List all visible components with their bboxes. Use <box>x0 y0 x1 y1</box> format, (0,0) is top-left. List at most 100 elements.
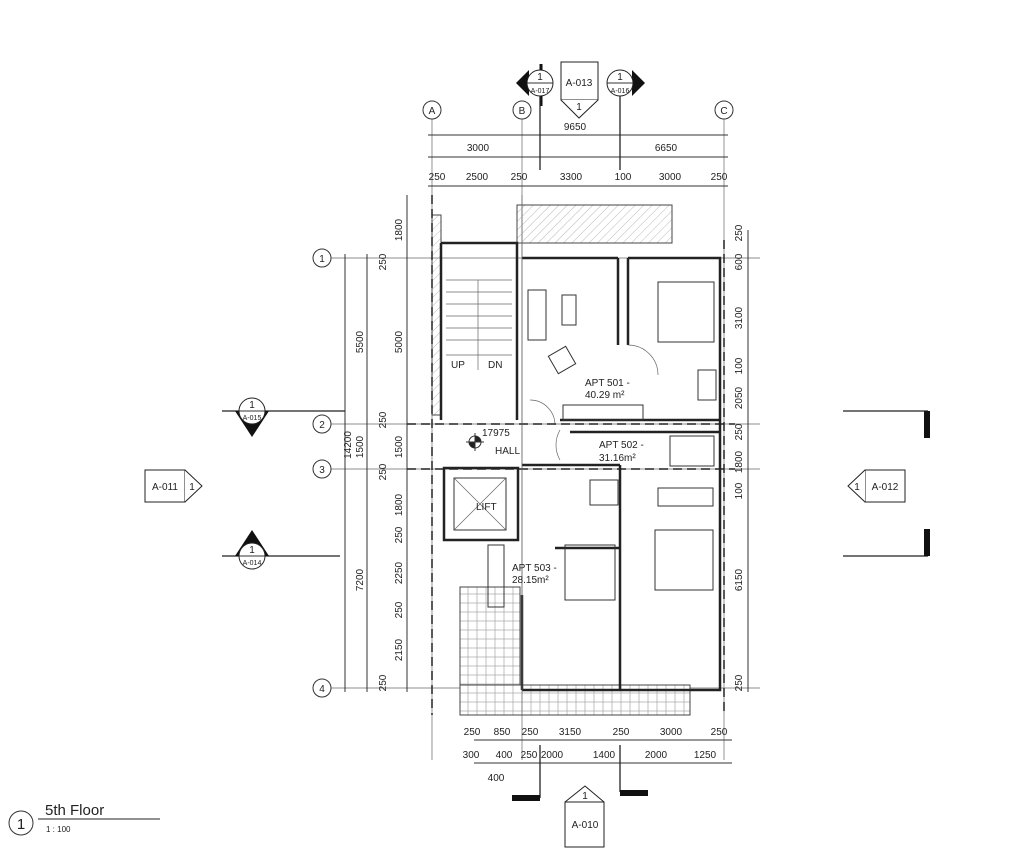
svg-text:3000: 3000 <box>467 143 490 154</box>
svg-text:6650: 6650 <box>655 143 678 154</box>
view-title: 1 5th Floor 1 : 100 <box>8 802 160 836</box>
stair <box>446 279 512 370</box>
bed-501 <box>657 281 715 343</box>
svg-text:1400: 1400 <box>593 750 616 761</box>
lift-label: LIFT <box>476 502 497 513</box>
svg-text:1800: 1800 <box>734 450 745 473</box>
svg-text:1: 1 <box>319 254 325 265</box>
svg-text:250: 250 <box>711 727 728 738</box>
svg-text:1250: 1250 <box>694 750 717 761</box>
svg-text:1: 1 <box>249 545 255 556</box>
svg-text:2050: 2050 <box>734 386 745 409</box>
building-plan <box>431 204 722 716</box>
svg-text:A-017: A-017 <box>531 88 550 95</box>
svg-text:7200: 7200 <box>355 568 366 591</box>
svg-text:250: 250 <box>511 172 528 183</box>
svg-text:A-011: A-011 <box>152 482 178 493</box>
svg-text:2000: 2000 <box>541 750 564 761</box>
svg-text:14200: 14200 <box>343 431 354 459</box>
grid-bubble-2: 2 <box>312 414 332 434</box>
svg-text:A: A <box>429 106 436 117</box>
svg-text:1: 1 <box>537 72 543 83</box>
grid-bubble-B: B <box>512 100 532 120</box>
svg-text:1: 1 <box>249 400 255 411</box>
svg-text:250: 250 <box>734 224 745 241</box>
svg-text:1500: 1500 <box>355 435 366 458</box>
kitchen-503 <box>487 544 505 608</box>
svg-text:3300: 3300 <box>560 172 583 183</box>
section-callout-a015[interactable]: 1 A-015 <box>222 397 930 438</box>
svg-text:100: 100 <box>734 357 745 374</box>
svg-text:2150: 2150 <box>394 638 405 661</box>
grid-bubble-A: A <box>422 100 442 120</box>
svg-text:A-015: A-015 <box>243 415 262 422</box>
svg-text:3000: 3000 <box>659 172 682 183</box>
apt-501-area: 40.29 m² <box>585 390 625 401</box>
apt-502-name: APT 502 - <box>599 440 644 451</box>
svg-text:2250: 2250 <box>394 561 405 584</box>
svg-text:600: 600 <box>734 253 745 270</box>
svg-text:5500: 5500 <box>355 330 366 353</box>
sofa-501 <box>527 289 547 341</box>
svg-text:1: 1 <box>576 102 582 113</box>
svg-text:250: 250 <box>394 526 405 543</box>
section-marks-bottom <box>512 745 648 801</box>
svg-text:100: 100 <box>734 482 745 499</box>
svg-text:A-010: A-010 <box>572 820 599 831</box>
balcony-north <box>516 204 673 244</box>
svg-text:4: 4 <box>319 684 325 695</box>
svg-text:3150: 3150 <box>559 727 582 738</box>
apt-503-name: APT 503 - <box>512 563 557 574</box>
elevation-callout-a013[interactable]: A-013 1 <box>560 61 599 119</box>
view-title-text: 5th Floor <box>45 802 104 819</box>
view-scale: 1 : 100 <box>46 825 71 834</box>
svg-text:250: 250 <box>521 750 538 761</box>
right-dimensions: 250 600 3100 100 2050 250 1800 100 6150 … <box>734 224 749 692</box>
bed-503 <box>564 544 616 601</box>
grid-bubble-3: 3 <box>312 459 332 479</box>
level-marker-icon <box>466 433 484 451</box>
svg-text:250: 250 <box>378 253 389 270</box>
svg-text:400: 400 <box>488 773 505 784</box>
svg-text:A-012: A-012 <box>872 482 899 493</box>
elevation-callout-a010[interactable]: 1 A-010 <box>564 785 605 848</box>
top-dimensions: 9650 3000 6650 250 2500 250 3300 100 300… <box>428 122 728 187</box>
section-callout-a016[interactable]: 1 A-016 <box>606 69 645 170</box>
stair-dn-label: DN <box>488 360 502 371</box>
elevation-callout-a011[interactable]: A-011 1 <box>144 469 203 503</box>
lift-core <box>442 466 520 542</box>
svg-text:250: 250 <box>394 601 405 618</box>
svg-text:250: 250 <box>522 727 539 738</box>
svg-text:1800: 1800 <box>394 493 405 516</box>
grid-bubble-C: C <box>714 100 734 120</box>
svg-text:9650: 9650 <box>564 122 587 133</box>
view-number: 1 <box>17 816 25 833</box>
section-callout-a017[interactable]: 1 A-017 <box>516 64 554 170</box>
hall-label: HALL <box>495 446 520 457</box>
svg-text:3: 3 <box>319 465 325 476</box>
bottom-dimensions: 250 850 250 3150 250 3000 250 300 400 25… <box>463 727 732 784</box>
svg-text:1: 1 <box>582 791 588 802</box>
svg-text:250: 250 <box>464 727 481 738</box>
svg-text:250: 250 <box>378 674 389 691</box>
svg-text:1500: 1500 <box>394 435 405 458</box>
svg-text:300: 300 <box>463 750 480 761</box>
svg-text:3100: 3100 <box>734 306 745 329</box>
svg-text:1800: 1800 <box>394 218 405 241</box>
svg-text:1: 1 <box>854 482 860 493</box>
svg-text:2: 2 <box>319 420 325 431</box>
svg-text:5000: 5000 <box>394 330 405 353</box>
kitchen-501 <box>562 404 644 421</box>
level-label: 17975 <box>482 428 510 439</box>
svg-text:A-014: A-014 <box>243 560 262 567</box>
elevation-callout-a012[interactable]: A-012 1 <box>847 469 906 503</box>
svg-text:A-013: A-013 <box>566 78 593 89</box>
section-callout-a014[interactable]: 1 A-014 <box>222 529 930 570</box>
apt-503-area: 28.15m² <box>512 575 549 586</box>
dashed-lines <box>407 195 735 715</box>
svg-text:1: 1 <box>189 482 195 493</box>
svg-text:250: 250 <box>378 411 389 428</box>
apt-502-area: 31.16m² <box>599 453 636 464</box>
